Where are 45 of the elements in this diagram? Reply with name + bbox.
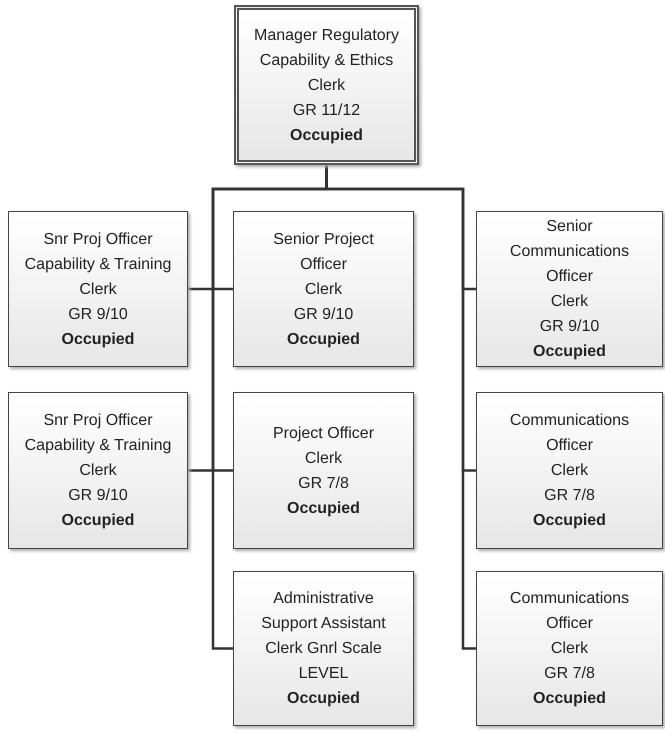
status-text: Occupied xyxy=(62,330,134,350)
role-title: Snr Proj Officer Capability & Training xyxy=(24,411,172,456)
role-title: Senior Project Officer xyxy=(272,230,375,274)
status-text: Occupied xyxy=(290,126,363,146)
position-box xyxy=(476,392,663,549)
role-title: Snr Proj Officer Capability & Training xyxy=(24,230,172,274)
position-type: Clerk xyxy=(550,292,588,312)
position-type: Clerk xyxy=(79,461,117,481)
status-text: Occupied xyxy=(287,498,360,518)
grade-level: LEVEL xyxy=(298,664,348,684)
position-type: Clerk xyxy=(308,76,346,96)
position-box xyxy=(233,211,414,367)
position-type: Clerk Gnrl Scale xyxy=(265,639,382,659)
role-title: Project Officer xyxy=(272,424,374,444)
status-text: Occupied xyxy=(287,689,360,709)
position-box xyxy=(234,5,419,165)
status-text: Occupied xyxy=(62,511,134,531)
status-text: Occupied xyxy=(533,689,606,709)
grade-level: GR 9/10 xyxy=(540,317,600,337)
position-type: Clerk xyxy=(550,639,588,659)
role-title: Communications Officer xyxy=(508,589,630,634)
grade-level: GR 7/8 xyxy=(544,486,595,506)
grade-level: GR 9/10 xyxy=(68,486,128,506)
grade-level: GR 11/12 xyxy=(292,100,360,120)
position-box xyxy=(476,211,663,367)
role-title: Administrative Support Assistant xyxy=(260,589,387,634)
position-type: Clerk xyxy=(304,280,342,300)
status-text: Occupied xyxy=(533,511,606,531)
status-text: Occupied xyxy=(533,342,606,362)
position-box xyxy=(476,571,663,726)
position-type: Clerk xyxy=(304,448,342,468)
role-title: Senior Communications Officer xyxy=(508,217,630,287)
grade-level: GR 9/10 xyxy=(68,304,128,324)
role-title: Communications Officer xyxy=(508,411,630,456)
position-box xyxy=(8,392,188,549)
grade-level: GR 7/8 xyxy=(298,474,349,494)
position-box xyxy=(233,392,414,549)
role-title: Manager Regulatory Capability & Ethics xyxy=(253,26,400,70)
position-box xyxy=(8,211,188,367)
position-type: Clerk xyxy=(550,461,588,481)
grade-level: GR 7/8 xyxy=(544,664,595,684)
status-text: Occupied xyxy=(287,330,360,350)
grade-level: GR 9/10 xyxy=(294,304,354,324)
position-box xyxy=(233,571,414,726)
position-type: Clerk xyxy=(79,280,117,300)
